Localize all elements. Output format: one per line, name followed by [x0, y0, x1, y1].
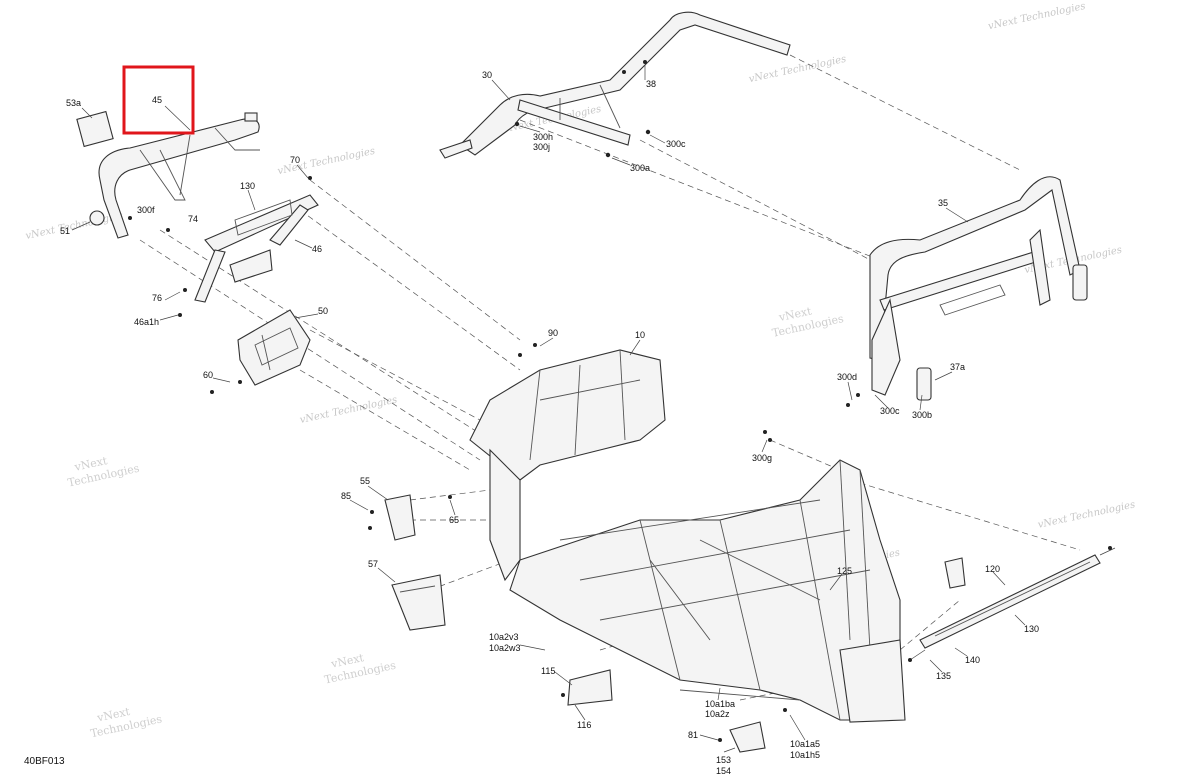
callout-label: 153: [716, 755, 731, 765]
callout-label: 46a1h: [134, 317, 159, 327]
callout-label: 51: [60, 226, 70, 236]
callout-label: 154: [716, 766, 731, 776]
side-rail-part: [909, 547, 1116, 661]
front-bracket-part: [237, 309, 311, 386]
callout-label: 140: [965, 655, 980, 665]
callout-label: 135: [936, 671, 951, 681]
callout-label: 60: [203, 370, 213, 380]
watermark-text: vNext Technologies: [748, 54, 847, 85]
callout-label: 70: [290, 155, 300, 165]
callout-label: 300f: [137, 205, 155, 215]
callout-label: 90: [548, 328, 558, 338]
watermark-text: vNext Technologies: [299, 395, 398, 426]
callout-label: 116: [577, 720, 591, 730]
watermark-text: vNext Technologies: [1037, 499, 1136, 530]
callout-label: 115: [541, 666, 555, 676]
callout-label: 81: [688, 730, 698, 740]
callout-label: 130: [1024, 624, 1039, 634]
roof-front-bar-part: [439, 11, 791, 159]
callout-label: 38: [646, 79, 656, 89]
watermark-text: vNext Technologies: [987, 1, 1086, 32]
callout-label: 10a2v3: [489, 632, 519, 642]
callout-label: 130: [240, 181, 255, 191]
fasteners: [128, 60, 1112, 742]
callout-label: 10a1a5: [790, 739, 820, 749]
callout-label: 65: [449, 515, 459, 525]
callout-label: 57: [368, 559, 378, 569]
callout-labels: 53a 45 70 300f 74 51 130 46 76 46a1h 50 …: [60, 70, 1039, 776]
leader-lines: [71, 65, 1026, 753]
small-brackets: [384, 494, 966, 753]
callout-label: 300h: [533, 132, 553, 142]
front-roll-bar-part: [76, 110, 260, 239]
callout-label: 55: [360, 476, 370, 486]
callout-label-45: 45: [152, 95, 162, 105]
callout-label: 35: [938, 198, 948, 208]
callout-label: 300c: [880, 406, 900, 416]
callout-label: 300d: [837, 372, 857, 382]
callout-label: 300g: [752, 453, 772, 463]
callout-label: 30: [482, 70, 492, 80]
callout-label: 74: [188, 214, 198, 224]
callout-label: 37a: [950, 362, 965, 372]
callout-label: 300c: [666, 139, 686, 149]
callout-label: 10: [635, 330, 645, 340]
front-panel-part: [194, 194, 319, 303]
main-frame-part: [469, 349, 906, 723]
callout-label: 10a2z: [705, 709, 730, 719]
callout-label: 76: [152, 293, 162, 303]
callout-label: 10a2w3: [489, 643, 521, 653]
diagram-code-label: 40BF013: [24, 756, 65, 767]
selection-highlight-box: [122, 65, 195, 135]
callout-label: 85: [341, 491, 351, 501]
callout-label: 125: [837, 566, 852, 576]
callout-label: 300b: [912, 410, 932, 420]
callout-label: 10a1ba: [705, 699, 735, 709]
callout-label: 53a: [66, 98, 81, 108]
rear-roll-bar-part: [869, 176, 1088, 401]
callout-label: 300j: [533, 142, 550, 152]
callout-label: 50: [318, 306, 328, 316]
callout-label: 120: [985, 564, 1000, 574]
callout-label: 46: [312, 244, 322, 254]
callout-label: 300a: [630, 163, 650, 173]
callout-label: 10a1h5: [790, 750, 820, 760]
